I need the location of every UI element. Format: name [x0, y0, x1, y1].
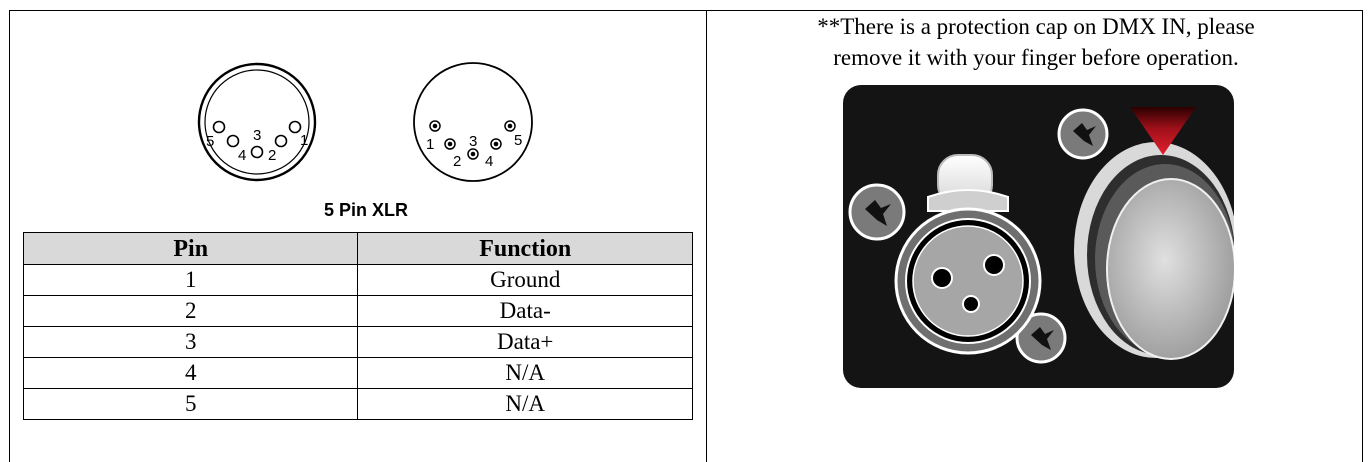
- column-divider: [706, 10, 707, 462]
- male-pin-label: 3: [253, 127, 261, 144]
- red-arrow-icon: [1130, 107, 1196, 155]
- xlr-caption: 5 Pin XLR: [323, 200, 408, 220]
- female-pin-label: 5: [514, 132, 522, 149]
- screw-icon: [1057, 108, 1109, 160]
- female-pin-label: 3: [469, 133, 477, 150]
- dmx-connector-illustration: [843, 85, 1242, 388]
- female-pin-label: 2: [453, 153, 461, 170]
- xlr-connectors-drawing: 5 3 1 4 2 1 3 5 2 4: [197, 62, 533, 182]
- male-pin-label: 2: [268, 147, 276, 164]
- pin-cell: 3: [22, 326, 359, 358]
- xlr-female-connector: [413, 62, 533, 182]
- pin-cell: 4: [22, 357, 359, 389]
- screw-icon: [1015, 312, 1067, 364]
- function-cell: N/A: [357, 357, 693, 389]
- table-row: 5 N/A: [22, 388, 693, 420]
- table-row: 1 Ground: [22, 264, 693, 296]
- table-header-row: Pin Function: [22, 232, 693, 265]
- table-row: 3 Data+: [22, 326, 693, 358]
- pin-cell: 5: [22, 388, 359, 420]
- female-pin-label: 4: [485, 153, 493, 170]
- layout-table-border: [9, 10, 1363, 462]
- protection-cap: [1074, 142, 1238, 360]
- table-row: 2 Data-: [22, 295, 693, 327]
- pin-function-table: Pin Function 1 Ground 2 Data- 3 Data+ 4 …: [22, 232, 693, 420]
- header-function: Function: [357, 232, 693, 265]
- function-cell: Ground: [357, 264, 693, 296]
- header-pin: Pin: [22, 232, 359, 265]
- xlr-socket: [894, 154, 1042, 355]
- male-pin-label: 1: [300, 132, 308, 149]
- table-row: 4 N/A: [22, 357, 693, 389]
- pin-cell: 2: [22, 295, 359, 327]
- function-cell: N/A: [357, 388, 693, 420]
- xlr-male-connector: [197, 62, 317, 182]
- screw-icon: [848, 183, 906, 241]
- note-line-2: remove it with your finger before operat…: [833, 45, 1239, 70]
- protection-cap-note: **There is a protection cap on DMX IN, p…: [712, 11, 1360, 73]
- female-pin-label: 1: [426, 136, 434, 153]
- male-pin-label: 5: [206, 133, 214, 150]
- male-pin-label: 4: [238, 147, 246, 164]
- xlr-diagram: 5 3 1 4 2 1 3 5 2 4 5 Pin XLR: [186, 52, 546, 232]
- function-cell: Data+: [357, 326, 693, 358]
- pin-cell: 1: [22, 264, 359, 296]
- note-line-1: **There is a protection cap on DMX IN, p…: [817, 14, 1255, 39]
- dmx-connector-drawing: [843, 85, 1242, 388]
- function-cell: Data-: [357, 295, 693, 327]
